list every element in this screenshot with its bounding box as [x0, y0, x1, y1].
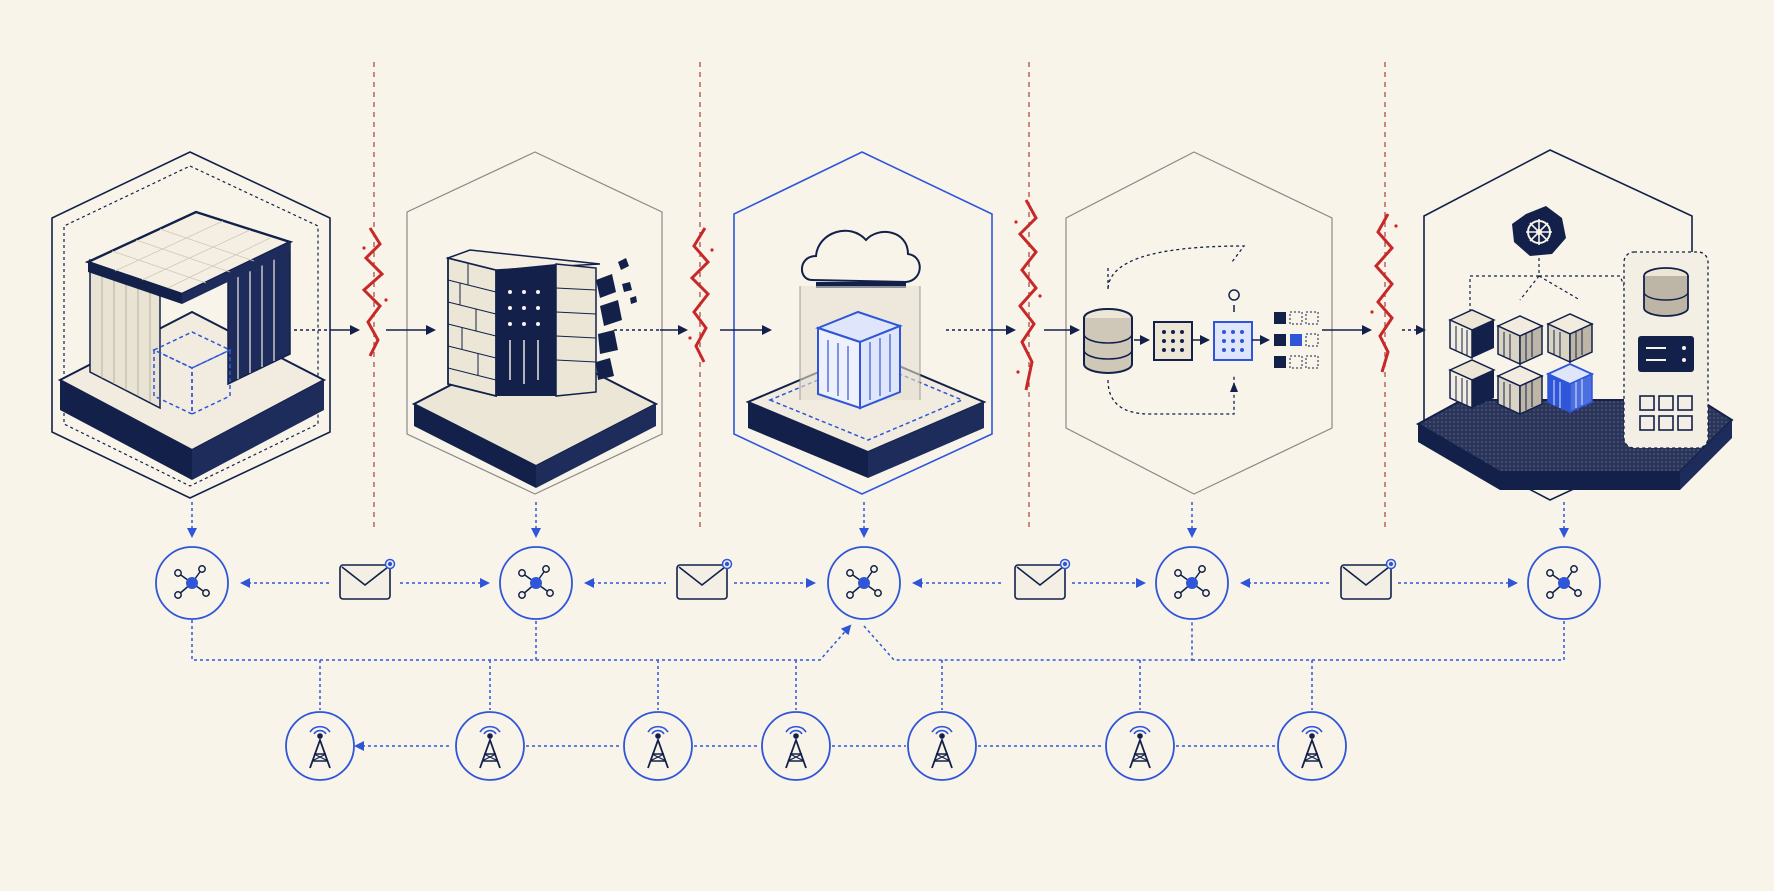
hub-4 [1155, 546, 1229, 620]
cloud-over-container-icon [745, 229, 987, 478]
network-hub-icon [846, 565, 882, 599]
tower-4 [761, 711, 831, 781]
network-hub-icon [1546, 565, 1582, 599]
tower-3 [623, 711, 693, 781]
stage-5 [1415, 149, 1734, 501]
tower-5 [907, 711, 977, 781]
stage-1 [51, 151, 331, 499]
database-pipeline-icon [1083, 245, 1319, 415]
stage-to-hub-arrows [187, 502, 1569, 538]
stage-3 [733, 151, 993, 495]
brick-wall-breaking-icon [411, 249, 659, 488]
hub-5 [1527, 546, 1601, 620]
radio-tower-icon [1129, 725, 1151, 769]
radio-tower-icon [647, 725, 669, 769]
message-row [339, 558, 1397, 600]
boundary-4 [1370, 62, 1398, 530]
envelope-icon [1340, 558, 1397, 600]
radio-tower-icon [479, 725, 501, 769]
kubernetes-cluster-icon [1415, 206, 1734, 490]
tower-2 [455, 711, 525, 781]
radio-tower-icon [1301, 725, 1323, 769]
node-cube [1448, 309, 1496, 360]
network-bus [191, 620, 1565, 751]
tower-7 [1277, 711, 1347, 781]
boundary-1 [361, 62, 388, 530]
envelope-3 [1014, 558, 1071, 600]
envelope-1 [339, 558, 396, 600]
boundary-3 [1014, 62, 1042, 530]
radio-tower-icon [309, 725, 331, 769]
network-hub-icon [1174, 565, 1210, 599]
envelope-icon [339, 558, 396, 600]
network-hub-icon [518, 565, 554, 599]
tower-1 [285, 711, 355, 781]
hub-row [155, 546, 1601, 620]
radio-tower-icon [931, 725, 953, 769]
tower-row [285, 711, 1347, 781]
envelope-icon [676, 558, 733, 600]
hub-1 [155, 546, 229, 620]
radio-tower-icon [785, 725, 807, 769]
isometric-room-with-dashed-cube-icon [57, 210, 327, 480]
tower-6 [1105, 711, 1175, 781]
envelope-2 [676, 558, 733, 600]
hub-3 [827, 546, 901, 620]
envelope-icon [1014, 558, 1071, 600]
stage-4 [1065, 151, 1333, 495]
boundary-2 [688, 62, 714, 530]
hub-2 [499, 546, 573, 620]
network-hub-icon [174, 565, 210, 599]
stage-2 [406, 151, 663, 495]
envelope-4 [1340, 558, 1397, 600]
